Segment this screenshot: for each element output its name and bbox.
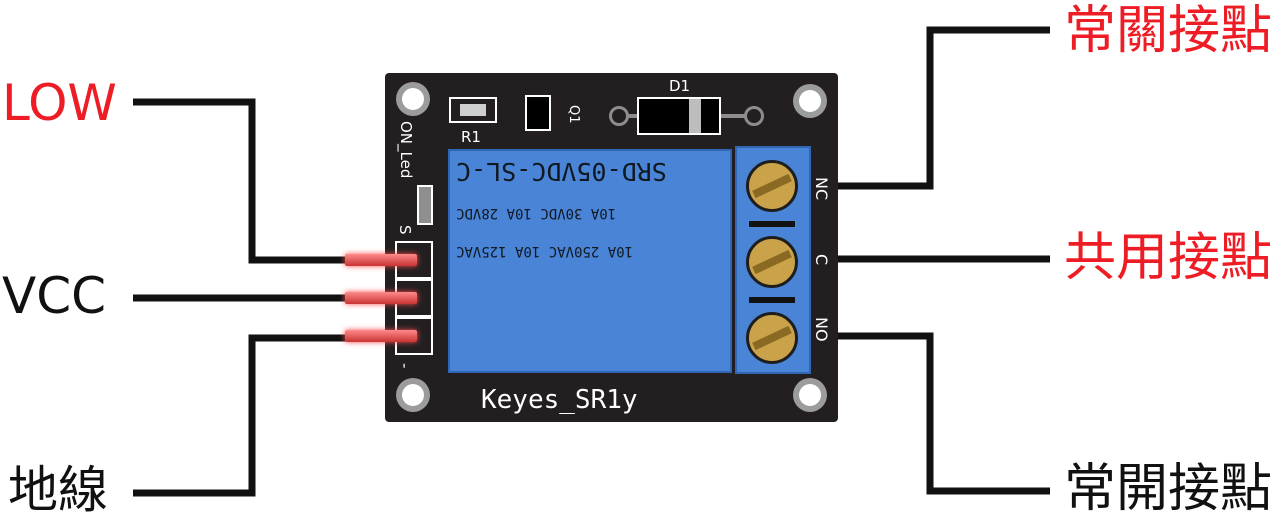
wire-ground — [133, 334, 350, 497]
terminal-divider — [749, 221, 795, 227]
terminal-divider — [749, 297, 795, 303]
pin-icon — [345, 292, 417, 304]
terminal-c-label: C — [812, 254, 831, 266]
relay-rating-ac: 10A 250VAC 10A 125VAC — [456, 243, 634, 259]
ground-pin-label: - — [396, 363, 414, 369]
screw-icon — [746, 160, 798, 212]
resistor-r1 — [449, 97, 497, 123]
wire-no — [838, 332, 1050, 495]
pin-icon — [345, 330, 417, 342]
signal-pin-label: S — [396, 225, 414, 235]
resistor-label: R1 — [461, 128, 481, 146]
terminal-nc-label: NC — [812, 177, 831, 201]
diode-pad-icon — [609, 106, 629, 126]
relay-board: R1 Q1 D1 ON_Led S - SRD-05VDC-SL-C 10A 3… — [345, 73, 838, 422]
relay-rating-dc: 10A 30VDC 10A 28VDC — [456, 205, 617, 221]
wire-nc — [838, 26, 1050, 190]
diode-label: D1 — [669, 77, 691, 95]
relay-model: SRD-05VDC-SL-C — [456, 157, 667, 186]
diode-pad-icon — [744, 106, 764, 126]
wire-low — [133, 98, 350, 264]
mount-hole-icon — [793, 84, 827, 118]
screw-terminal-block — [735, 146, 811, 374]
led-label: ON_Led — [397, 121, 415, 179]
relay-module: SRD-05VDC-SL-C 10A 30VDC 10A 28VDC 10A 2… — [448, 149, 732, 373]
screw-icon — [746, 312, 798, 364]
mount-hole-icon — [396, 82, 430, 116]
pin-icon — [345, 254, 417, 266]
transistor-label: Q1 — [566, 105, 581, 124]
low-label: LOW — [2, 74, 117, 132]
board-name: Keyes_SR1y — [481, 385, 638, 415]
nc-contact-label: 常關接點 — [1064, 1, 1273, 61]
mount-hole-icon — [793, 378, 827, 412]
led-indicator — [417, 185, 433, 225]
mount-hole-icon — [396, 378, 430, 412]
no-contact-label: 常開接點 — [1064, 459, 1273, 519]
screw-icon — [746, 236, 798, 288]
terminal-no-label: NO — [812, 317, 831, 342]
ground-label: 地線 — [8, 461, 108, 519]
transistor-q1 — [525, 95, 551, 131]
vcc-label: VCC — [2, 267, 107, 325]
diode-d1 — [637, 97, 721, 135]
common-contact-label: 共用接點 — [1064, 228, 1273, 288]
